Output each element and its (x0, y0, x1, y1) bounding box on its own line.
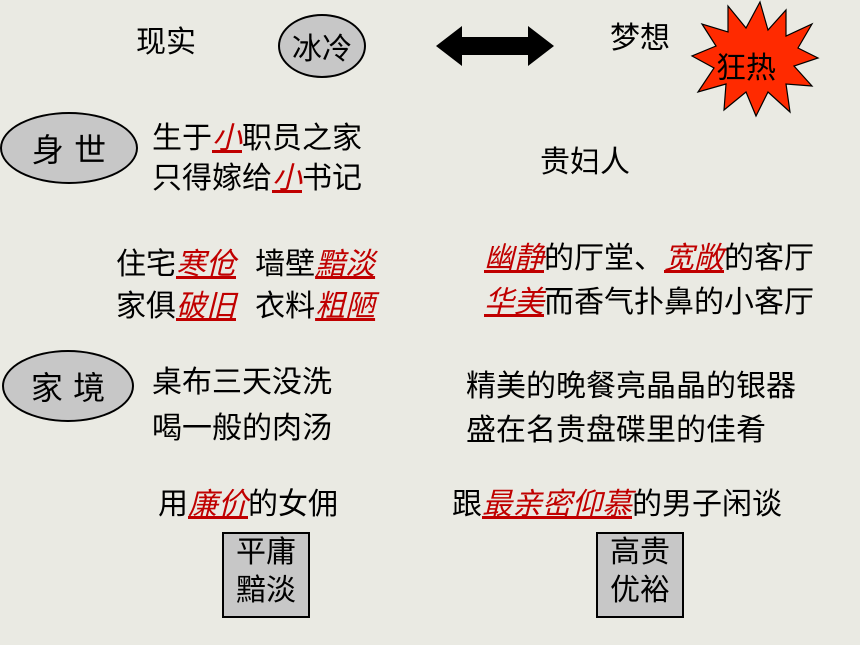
lady-text: 贵妇人 (540, 145, 630, 180)
left-summary-box: 平庸 黯淡 (222, 532, 310, 618)
dinner-line-2: 盛在名贵盘碟里的佳肴 (466, 413, 766, 448)
right-summary-line-2: 优裕 (610, 573, 670, 608)
dream-label: 梦想 (610, 21, 670, 56)
cold-circle: 冰冷 (278, 14, 366, 78)
origin-label: 身 世 (31, 131, 107, 169)
home-line-1: 住宅寒伧 墙壁黯淡 (116, 247, 376, 282)
family-label: 家 境 (30, 369, 106, 407)
home-line-2: 家俱破旧 衣料粗陋 (116, 289, 376, 324)
starburst-icon (690, 0, 820, 118)
cold-label: 冰冷 (292, 32, 352, 67)
origin-line-2: 只得嫁给小书记 (152, 161, 362, 196)
origin-circle: 身 世 (0, 112, 138, 184)
table-line-1: 桌布三天没洗 (152, 365, 332, 400)
table-line-2: 喝一般的肉汤 (152, 411, 332, 446)
left-summary-line-2: 黯淡 (236, 573, 296, 608)
hall-line-1: 幽静的厅堂、宽敞的客厅 (484, 241, 814, 276)
left-summary-line-1: 平庸 (236, 535, 296, 570)
right-summary-line-1: 高贵 (610, 535, 670, 570)
double-arrow-icon (436, 26, 554, 66)
maid-line: 用廉价的女佣 (158, 487, 338, 522)
origin-line-1: 生于小职员之家 (152, 121, 362, 156)
family-circle: 家 境 (2, 350, 134, 422)
chat-line: 跟最亲密仰慕的男子闲谈 (452, 487, 782, 522)
dinner-line-1: 精美的晚餐亮晶晶的银器 (466, 369, 796, 404)
hall-line-2: 华美而香气扑鼻的小客厅 (484, 285, 814, 320)
right-summary-box: 高贵 优裕 (596, 532, 684, 618)
reality-label: 现实 (136, 25, 196, 60)
passion-label: 狂热 (716, 51, 776, 86)
